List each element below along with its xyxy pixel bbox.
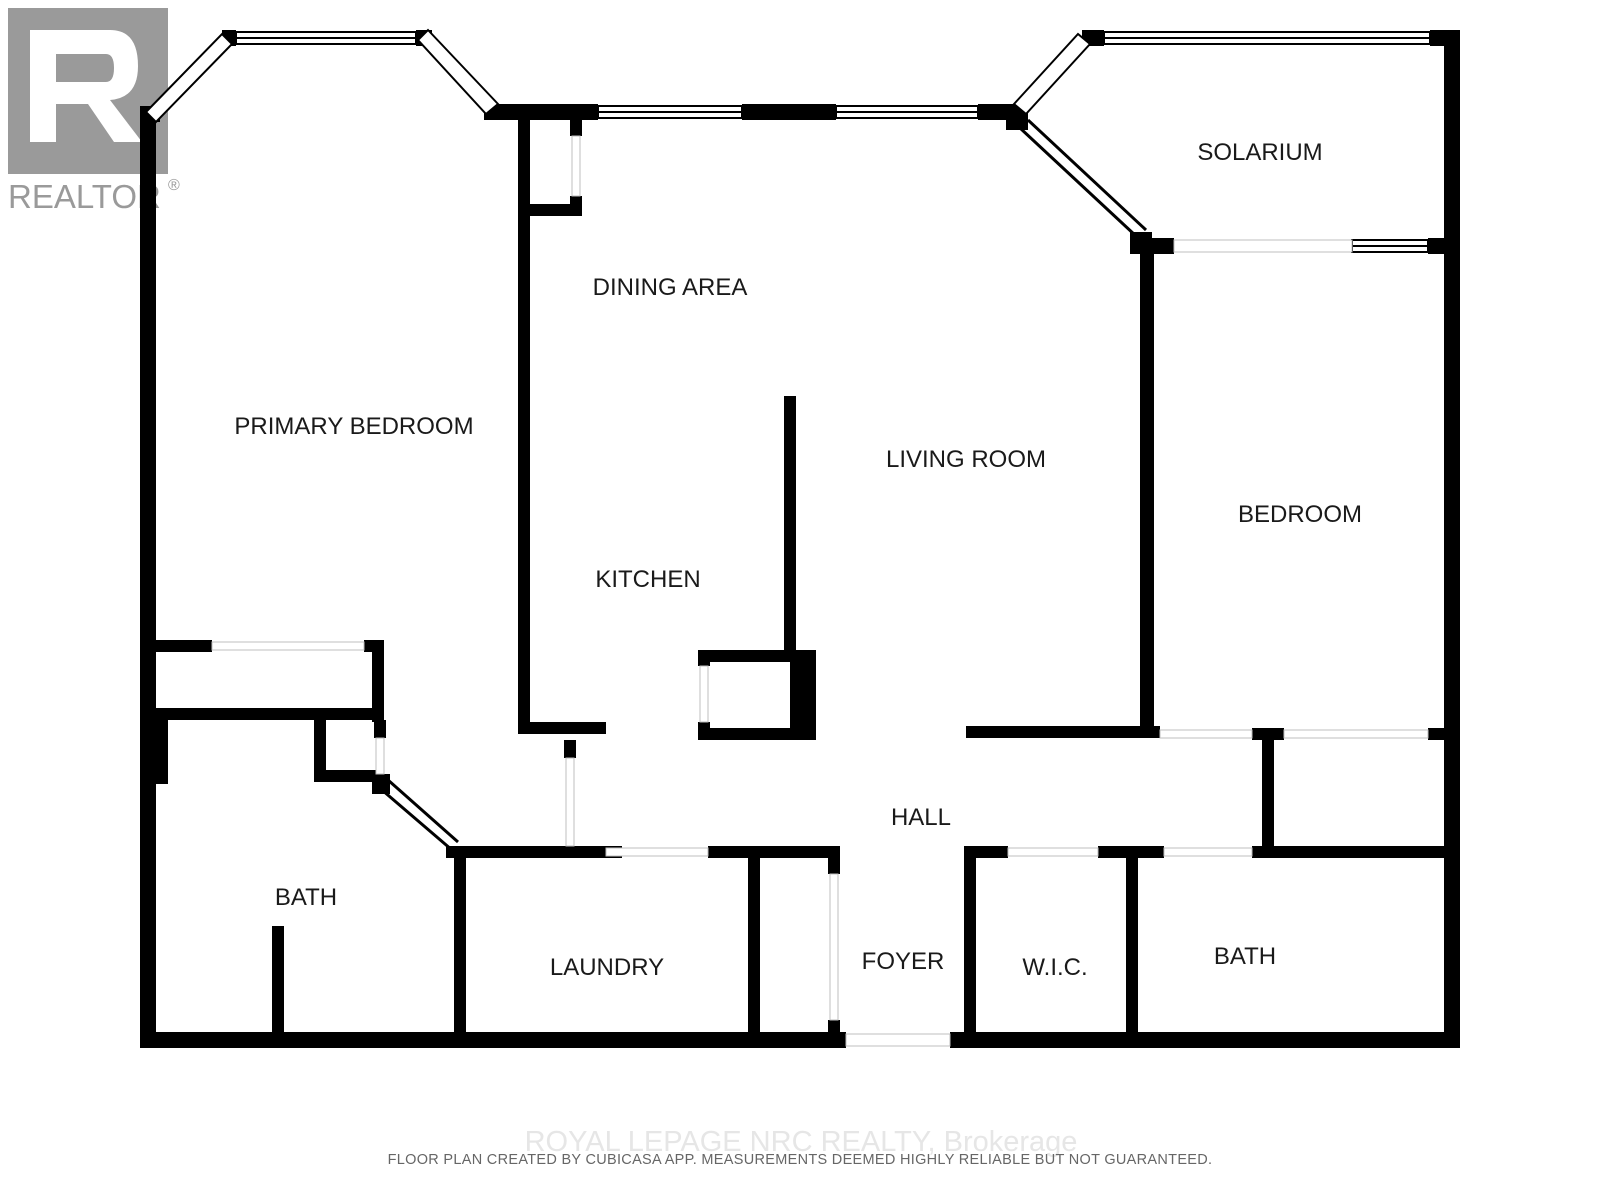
- room-label-bedroom: BEDROOM: [1238, 501, 1362, 528]
- floor-plan-disclaimer: FLOOR PLAN CREATED BY CUBICASA APP. MEAS…: [388, 1152, 1213, 1168]
- room-label-bath-left: BATH: [275, 884, 337, 911]
- room-label-laundry: LAUNDRY: [550, 954, 664, 981]
- room-label-solarium: SOLARIUM: [1197, 139, 1322, 166]
- room-label-foyer: FOYER: [862, 948, 945, 975]
- room-label-kitchen: KITCHEN: [595, 566, 700, 593]
- room-label-wic: W.I.C.: [1022, 954, 1087, 981]
- room-label-living-room: LIVING ROOM: [886, 446, 1046, 473]
- room-label-dining-area: DINING AREA: [593, 274, 748, 301]
- room-label-hall: HALL: [891, 804, 951, 831]
- realtor-text: REALTOR: [8, 178, 161, 215]
- windows: [144, 28, 1431, 253]
- walls: [140, 30, 1460, 1048]
- door-openings: [211, 135, 1429, 1047]
- registered-mark: ®: [168, 177, 180, 194]
- realtor-logo: REALTOR ®: [8, 8, 180, 215]
- diagonal-walls: [381, 118, 1148, 852]
- room-labels: SOLARIUM DINING AREA PRIMARY BEDROOM LIV…: [234, 139, 1362, 981]
- brokerage-watermark: ROYAL LEPAGE NRC REALTY, Brokerage: [525, 1126, 1078, 1158]
- room-label-primary-bedroom: PRIMARY BEDROOM: [234, 413, 473, 440]
- room-label-bath-right: BATH: [1214, 943, 1276, 970]
